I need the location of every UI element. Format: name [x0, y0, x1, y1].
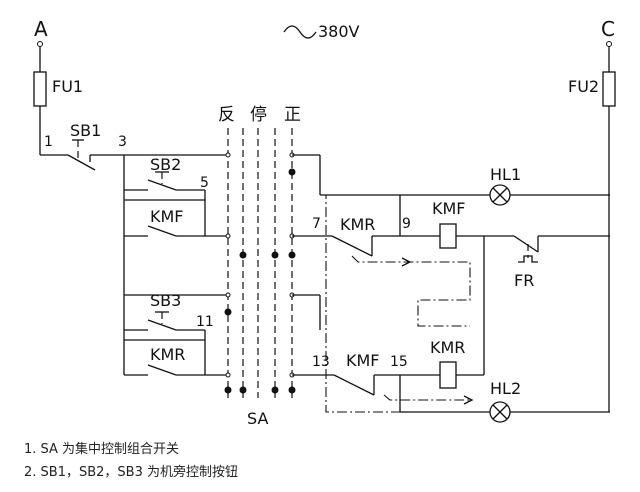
node-9-label: 9	[402, 216, 411, 232]
interlock-linkage-low	[383, 394, 470, 401]
node-5-label: 5	[200, 175, 209, 191]
note-1: 1. SA 为集中控制组合开关	[24, 442, 180, 457]
terminal-a	[37, 41, 43, 47]
sa-position-reverse: 反	[218, 105, 235, 125]
linkage-arrow-2	[463, 395, 474, 405]
kmr-interlock-label: KMR	[340, 215, 375, 234]
hl1-label: HL1	[490, 165, 521, 184]
hl2-label: HL2	[490, 379, 521, 398]
linkage-arrow-1	[401, 257, 412, 267]
node-7-label: 7	[312, 216, 321, 232]
sb1-blade	[67, 154, 96, 171]
sa-label: SA	[247, 409, 268, 428]
node-11-label: 11	[196, 314, 214, 330]
sb2-blade	[147, 179, 177, 191]
fr-label: FR	[514, 271, 534, 290]
kmf-coil	[439, 223, 457, 249]
sb3-blade	[147, 319, 177, 331]
sa-dot-forward-3	[288, 386, 296, 394]
node-13-label: 13	[312, 354, 330, 370]
sb1-label: SB1	[70, 121, 101, 140]
fuse-fu1-label: FU1	[52, 77, 83, 96]
kmf-interlock-label: KMF	[346, 351, 380, 370]
kmr-hold-label: KMR	[150, 345, 185, 364]
node-3-label: 3	[118, 134, 127, 150]
kmf-interlock-blade	[333, 374, 375, 396]
terminal-c	[606, 41, 612, 47]
sa-position-stop: 停	[250, 105, 267, 125]
fr-contact-blade	[513, 235, 539, 253]
kmr-interlock-blade	[331, 235, 373, 257]
sa-position-forward: 正	[284, 105, 301, 125]
node-1-label: 1	[44, 134, 53, 150]
sa-dot-stop-2	[271, 251, 279, 259]
sb2-label: SB2	[150, 155, 181, 174]
node-15-label: 15	[390, 354, 408, 370]
kmf-coil-label: KMF	[432, 199, 466, 218]
note-2: 2. SB1，SB2，SB3 为机旁控制按钮	[24, 465, 238, 480]
sa-dot-stop-3	[239, 386, 247, 394]
sa-dot-stop-4	[271, 386, 279, 394]
control-circuit-diagram: A C 380V FU1 1 SB1 3 SB2 5 KMF SB3 11 KM…	[33, 17, 616, 428]
sb3-label: SB3	[150, 291, 181, 310]
sa-dot-forward-1	[288, 168, 296, 176]
kmr-hold-blade	[147, 364, 177, 376]
kmr-coil-label: KMR	[430, 338, 465, 357]
terminal-a-label: A	[34, 17, 48, 41]
supply-voltage: 380V	[318, 22, 360, 41]
sa-dot-forward-2	[288, 251, 296, 259]
fuse-fu1	[33, 71, 47, 107]
interlock-linkage-inner	[351, 255, 471, 327]
interlock-linkage-outer	[320, 194, 400, 413]
kmf-hold-label: KMF	[150, 207, 184, 226]
sa-dot-reverse-2	[224, 386, 232, 394]
terminal-c-label: C	[601, 17, 615, 41]
sa-dot-reverse-1	[224, 308, 232, 316]
sa-dot-stop-1	[239, 251, 247, 259]
fuse-fu2-label: FU2	[568, 77, 599, 96]
kmf-hold-blade	[147, 225, 177, 237]
ac-symbol	[283, 25, 317, 39]
notes: 1. SA 为集中控制组合开关 2. SB1，SB2，SB3 为机旁控制按钮	[24, 438, 238, 484]
kmr-coil	[439, 361, 457, 389]
fuse-fu2	[602, 71, 616, 107]
